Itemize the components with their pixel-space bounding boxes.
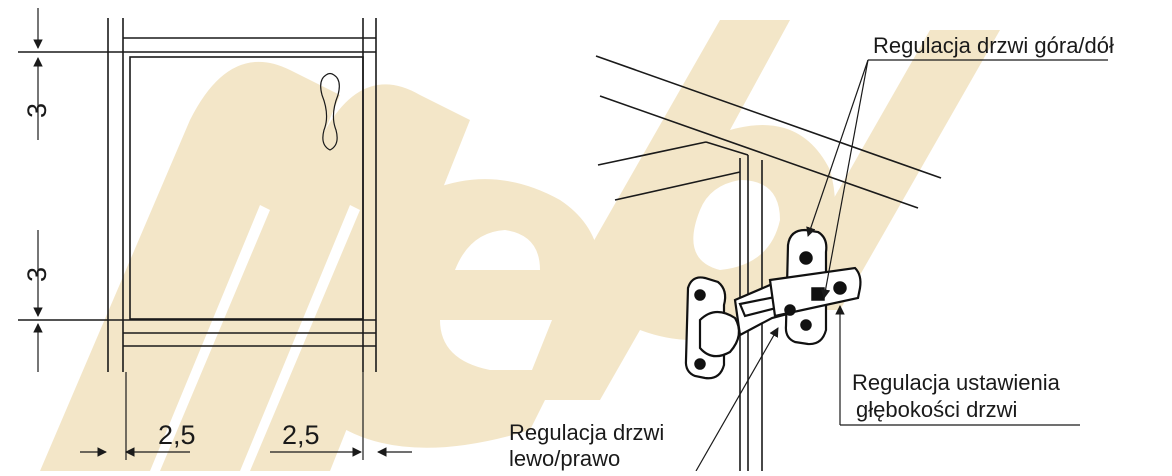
label-up-down-adjustment: Regulacja drzwi góra/dół (873, 33, 1114, 58)
cabinet-front-view: 3 3 2,5 2,5 (18, 8, 412, 460)
dimension-right-gap: 2,5 (282, 420, 320, 450)
hinge-perspective-view: Regulacja drzwi góra/dół Regulacja ustaw… (509, 33, 1114, 472)
label-depth-adjustment-line2: głębokości drzwi (856, 397, 1017, 422)
label-left-right-adjustment-line2: lewo/prawo (509, 446, 620, 471)
hinge-icon (684, 228, 862, 380)
cabinet-door (129, 56, 364, 320)
label-left-right-adjustment-line1: Regulacja drzwi (509, 420, 664, 445)
dimension-left-gap: 2,5 (158, 420, 196, 450)
label-depth-adjustment-line1: Regulacja ustawienia (852, 370, 1061, 395)
dimension-top-gap: 3 (22, 103, 52, 118)
dimension-bottom-gap: 3 (22, 267, 52, 282)
door-handle-icon (320, 72, 340, 151)
